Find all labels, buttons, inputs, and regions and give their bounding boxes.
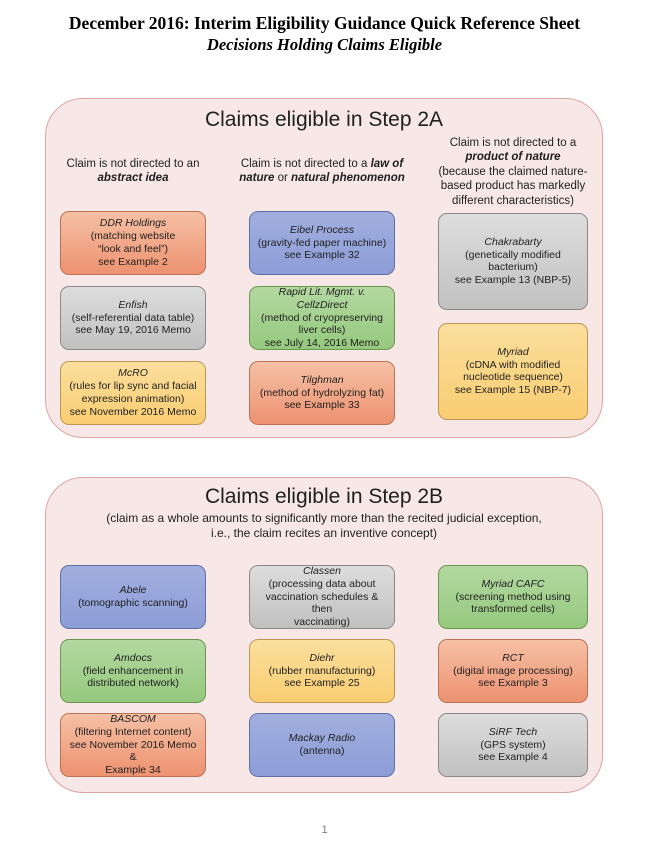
- column-abstract-idea: Claim is not directed to an abstract ide…: [60, 136, 206, 436]
- column-header-law-of-nature: Claim is not directed to a law of nature…: [225, 136, 419, 206]
- step-2a-columns: Claim is not directed to an abstract ide…: [46, 136, 602, 436]
- header-emphasis: abstract idea: [97, 172, 169, 184]
- case-details: (method of hydrolyzing fat) see Example …: [259, 386, 385, 412]
- case-details: (digital image processing) see Example 3: [453, 664, 573, 690]
- case-details: (filtering Internet content) see Novembe…: [69, 725, 197, 777]
- case-details: (matching website “look and feel”) see E…: [90, 230, 176, 268]
- case-card-classen: Classen (processing data about vaccinati…: [249, 565, 395, 629]
- case-card-mcro: McRO (rules for lip sync and facial expr…: [60, 361, 206, 425]
- column-law-of-nature: Claim is not directed to a law of nature…: [239, 136, 405, 436]
- case-card-rct: RCT (digital image processing) see Examp…: [438, 639, 588, 703]
- column-header-product-of-nature: Claim is not directed to a product of na…: [433, 136, 593, 208]
- step-2b-column-1: Abele (tomographic scanning) Amdocs (fie…: [60, 565, 206, 787]
- panel-step-2b-title: Claims eligible in Step 2B: [204, 485, 444, 508]
- case-details: (rules for lip sync and facial expressio…: [69, 380, 197, 418]
- case-name: Amdocs: [114, 651, 152, 664]
- case-name: RCT: [502, 651, 524, 664]
- header-text: or: [274, 172, 292, 184]
- case-card-chakrabarty: Chakrabarty (genetically modified bacter…: [438, 212, 588, 310]
- case-details: (method of cryopreserving liver cells) s…: [261, 311, 383, 350]
- case-details: (tomographic scanning): [78, 597, 188, 609]
- case-name: Abele: [119, 584, 147, 597]
- header-emphasis: law of nature: [239, 157, 404, 184]
- case-name: Chakrabarty: [484, 235, 542, 248]
- case-details: (antenna): [299, 745, 345, 757]
- case-card-ddr-holdings: DDR Holdings (matching website “look and…: [60, 211, 206, 275]
- case-card-abele: Abele (tomographic scanning): [60, 565, 206, 629]
- column-header-abstract-idea: Claim is not directed to an abstract ide…: [60, 136, 206, 206]
- column-product-of-nature: Claim is not directed to a product of na…: [438, 136, 588, 436]
- step-2b-column-3: Myriad CAFC (screening method using tran…: [438, 565, 588, 787]
- case-name: Myriad CAFC: [481, 577, 545, 590]
- case-details: (rubber manufacturing) see Example 25: [268, 664, 376, 690]
- case-name: DDR Holdings: [99, 217, 167, 230]
- case-card-tilghman: Tilghman (method of hydrolyzing fat) see…: [249, 361, 395, 425]
- case-card-myriad: Myriad (cDNA with modified nucleotide se…: [438, 322, 588, 420]
- case-name: Enfish: [118, 298, 148, 311]
- header-text: Claim is not directed to a: [240, 157, 371, 170]
- header-text: Claim is not directed to an: [66, 157, 200, 170]
- case-name: McRO: [118, 367, 148, 380]
- document-subtitle: Decisions Holding Claims Eligible: [206, 34, 443, 54]
- panel-step-2a: Claims eligible in Step 2A Claim is not …: [45, 98, 603, 438]
- panel-step-2a-title: Claims eligible in Step 2A: [204, 108, 444, 131]
- case-name: Tilghman: [300, 373, 344, 386]
- case-name: Rapid Lit. Mgmt. v. CellzDirect: [278, 286, 366, 311]
- case-card-rapid-lit-cellzdirect: Rapid Lit. Mgmt. v. CellzDirect (method …: [249, 286, 395, 350]
- case-details: (GPS system) see Example 4: [478, 738, 548, 764]
- case-name: Myriad: [497, 345, 529, 358]
- panel-step-2b: Claims eligible in Step 2B (claim as a w…: [45, 477, 603, 793]
- case-details: (cDNA with modified nucleotide sequence)…: [454, 358, 572, 397]
- case-card-diehr: Diehr (rubber manufacturing) see Example…: [249, 639, 395, 703]
- header-text: (because the claimed nature- based produ…: [438, 165, 588, 207]
- case-details: (processing data about vaccination sched…: [265, 577, 379, 629]
- header-emphasis: natural phenomenon: [291, 172, 405, 184]
- case-details: (field enhancement in distributed networ…: [82, 664, 184, 690]
- case-card-sirf-tech: SiRF Tech (GPS system) see Example 4: [438, 713, 588, 777]
- case-card-amdocs: Amdocs (field enhancement in distributed…: [60, 639, 206, 703]
- case-card-eibel-process: Eibel Process (gravity-fed paper machine…: [249, 211, 395, 275]
- case-name: BASCOM: [110, 713, 156, 726]
- document-title: December 2016: Interim Eligibility Guida…: [68, 13, 581, 33]
- case-name: Diehr: [309, 651, 335, 664]
- page-number: 1: [321, 824, 328, 836]
- header-text: Claim is not directed to a: [449, 137, 577, 149]
- panel-step-2b-subtitle: (claim as a whole amounts to significant…: [106, 511, 542, 540]
- case-name: SiRF Tech: [488, 725, 538, 738]
- case-card-mackay-radio: Mackay Radio (antenna): [249, 713, 395, 777]
- case-card-bascom: BASCOM (filtering Internet content) see …: [60, 713, 206, 777]
- case-card-myriad-cafc: Myriad CAFC (screening method using tran…: [438, 565, 588, 629]
- case-details: (gravity-fed paper machine) see Example …: [257, 236, 387, 262]
- case-card-enfish: Enfish (self-referential data table) see…: [60, 286, 206, 350]
- step-2b-columns: Abele (tomographic scanning) Amdocs (fie…: [46, 565, 602, 787]
- case-name: Classen: [303, 565, 341, 578]
- case-name: Mackay Radio: [288, 732, 356, 745]
- case-details: (genetically modified bacterium) see Exa…: [454, 248, 572, 287]
- case-details: (screening method using transformed cell…: [455, 590, 571, 616]
- step-2b-column-2: Classen (processing data about vaccinati…: [249, 565, 395, 787]
- case-name: Eibel Process: [289, 223, 355, 236]
- header-emphasis: product of nature: [465, 151, 561, 164]
- case-details: (self-referential data table) see May 19…: [71, 311, 195, 337]
